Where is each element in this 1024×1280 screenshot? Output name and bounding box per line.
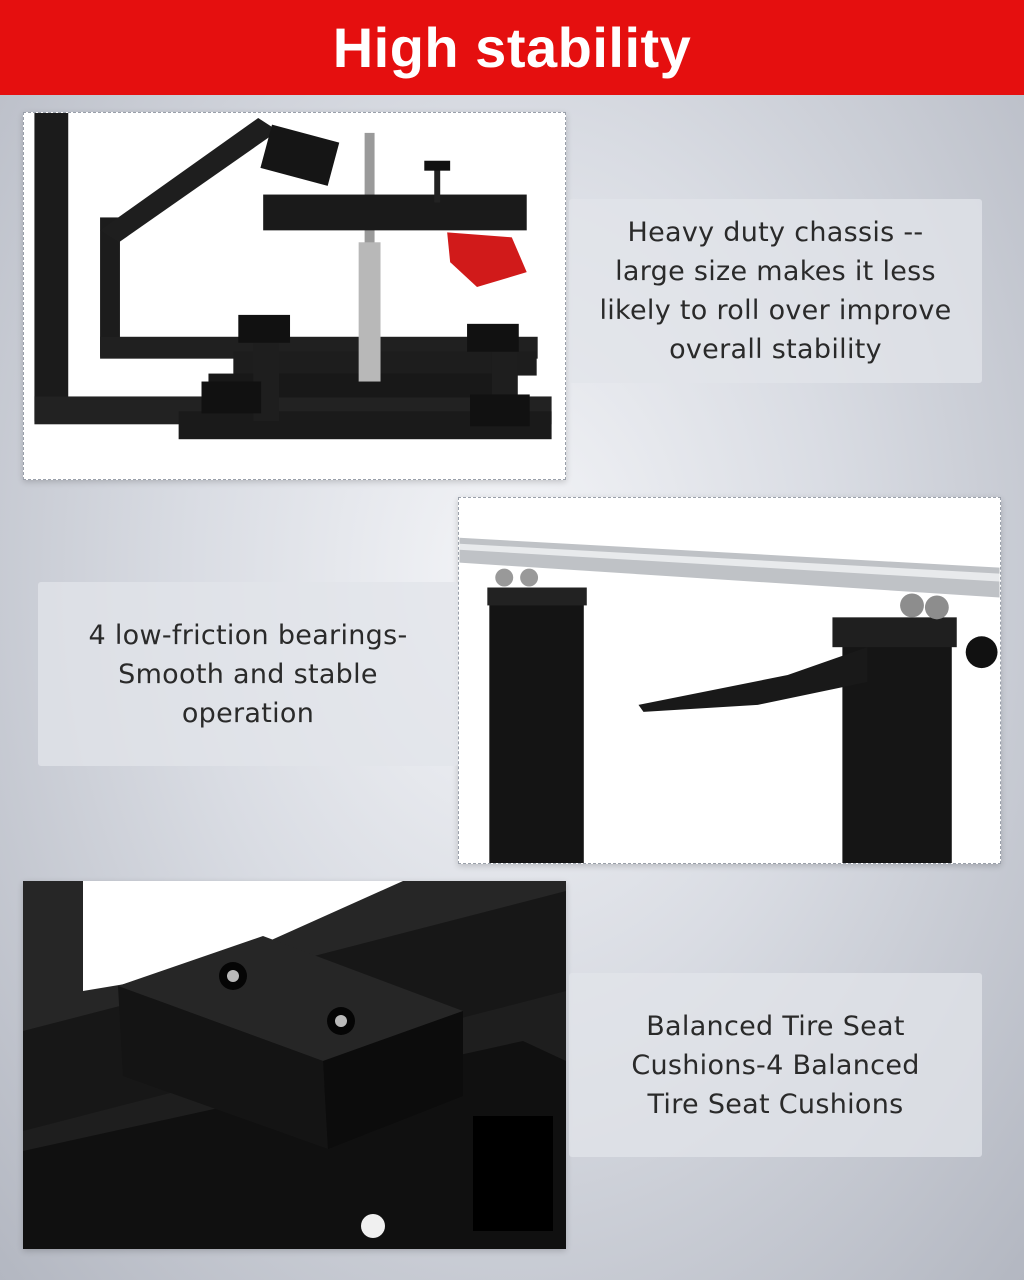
bearing-photo	[458, 497, 1001, 864]
bearing-rod-icon	[459, 498, 1000, 863]
page-title: High stability	[332, 16, 692, 79]
caption-chassis: Heavy duty chassis -- large size makes i…	[569, 199, 982, 383]
header-banner: High stability	[0, 0, 1024, 95]
chassis-photo	[23, 112, 566, 480]
cushion-photo	[23, 881, 566, 1249]
tire-seat-cushion-icon	[23, 881, 566, 1249]
caption-bearings: 4 low-friction bearings- Smooth and stab…	[38, 582, 458, 766]
caption-cushions: Balanced Tire Seat Cushions-4 Balanced T…	[569, 973, 982, 1157]
tire-changer-chassis-icon	[24, 113, 565, 479]
